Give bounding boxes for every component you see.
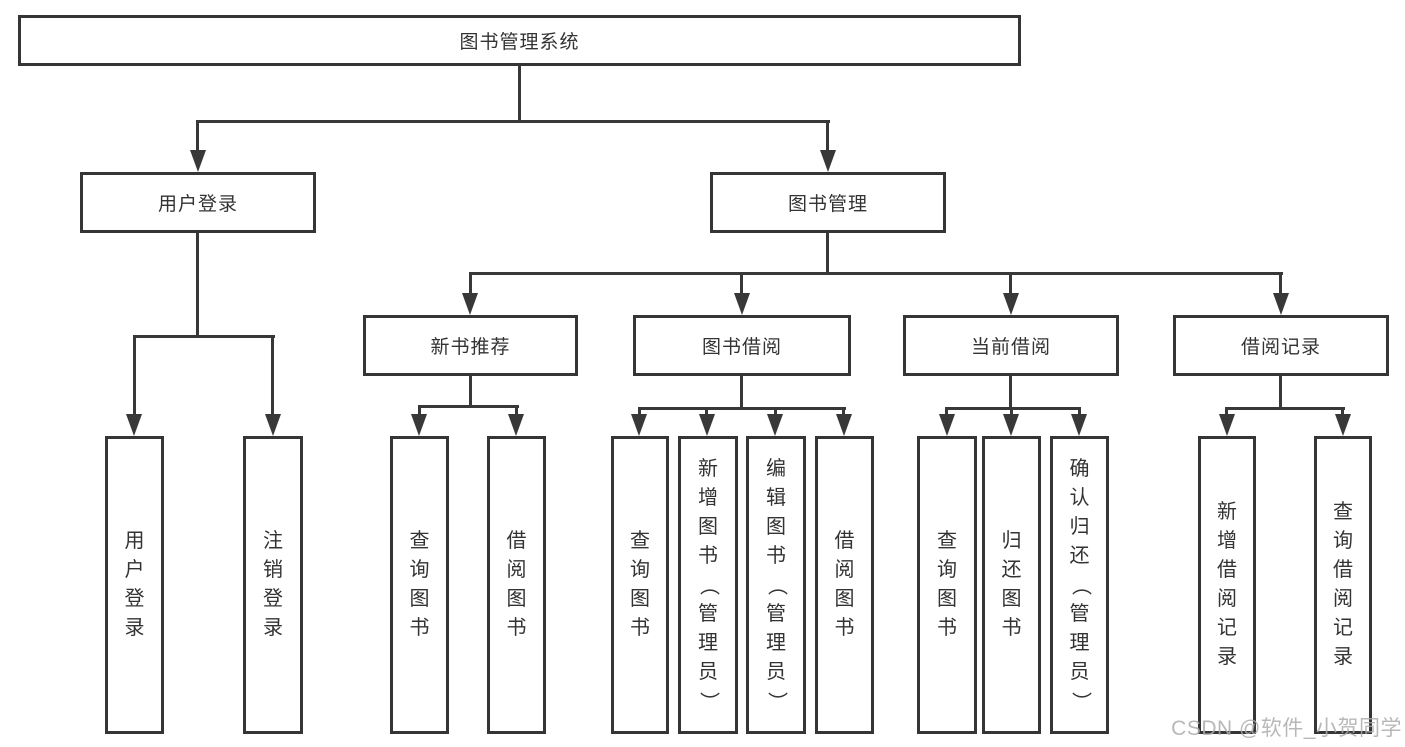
arrow-down-icon bbox=[126, 414, 142, 436]
connector-records-stem bbox=[1279, 374, 1282, 409]
connector-drop bbox=[1341, 407, 1344, 419]
arrow-down-icon bbox=[462, 293, 478, 315]
arrow-down-icon bbox=[1003, 293, 1019, 315]
leaf-borrow-books: 借阅图书 bbox=[815, 436, 874, 734]
connector-drop bbox=[638, 407, 641, 419]
leaf-label: 借阅图书 bbox=[834, 530, 855, 639]
leaf-label: 查询借阅记录 bbox=[1333, 501, 1353, 668]
connector-current-stem bbox=[1009, 374, 1012, 409]
leaf-label: 查询图书 bbox=[409, 530, 430, 639]
connector-root-stem bbox=[518, 64, 521, 121]
connector-current-bus bbox=[945, 407, 1081, 410]
leaf-label: 借阅图书 bbox=[506, 530, 527, 639]
connector-drop bbox=[1279, 272, 1282, 297]
leaf-edit-books-admin: 编辑图书（管理员） bbox=[746, 436, 806, 734]
leaf-label: 新增图书（管理员） bbox=[697, 457, 720, 712]
leaf-label: 查询图书 bbox=[937, 530, 957, 639]
node-user-login: 用户登录 bbox=[80, 172, 316, 233]
arrow-down-icon bbox=[734, 293, 750, 315]
leaf-return-books: 归还图书 bbox=[982, 436, 1041, 734]
connector-newbook-bus bbox=[418, 405, 519, 408]
arrow-down-icon bbox=[190, 150, 206, 172]
node-label: 用户登录 bbox=[157, 194, 238, 215]
connector-drop bbox=[418, 405, 421, 419]
arrow-down-icon bbox=[1335, 414, 1351, 436]
connector-drop bbox=[945, 407, 948, 419]
node-borrow-records: 借阅记录 bbox=[1173, 315, 1389, 376]
connector-newbook-stem bbox=[469, 374, 472, 407]
node-current-borrow: 当前借阅 bbox=[903, 315, 1119, 376]
connector-userlogin-bus bbox=[133, 335, 275, 338]
leaf-label: 确认归还（管理员） bbox=[1069, 457, 1091, 712]
node-new-book-recommend: 新书推荐 bbox=[363, 315, 578, 376]
arrow-down-icon bbox=[631, 414, 647, 436]
arrow-down-icon bbox=[1273, 293, 1289, 315]
arrow-down-icon bbox=[508, 414, 524, 436]
arrow-down-icon bbox=[1219, 414, 1235, 436]
connector-drop bbox=[133, 335, 136, 418]
leaf-add-borrow-record: 新增借阅记录 bbox=[1198, 436, 1256, 734]
arrow-down-icon bbox=[836, 414, 852, 436]
connector-drop bbox=[1010, 407, 1013, 419]
node-book-borrow: 图书借阅 bbox=[633, 315, 851, 376]
connector-records-bus bbox=[1225, 407, 1345, 410]
leaf-label: 用户登录 bbox=[124, 530, 145, 639]
node-label: 借阅记录 bbox=[1240, 337, 1321, 358]
connector-drop-book-management bbox=[826, 120, 829, 155]
node-label: 当前借阅 bbox=[970, 337, 1051, 358]
leaf-confirm-return-admin: 确认归还（管理员） bbox=[1050, 436, 1109, 734]
connector-drop bbox=[469, 272, 472, 297]
node-label: 图书借阅 bbox=[701, 337, 782, 358]
leaf-label: 编辑图书（管理员） bbox=[765, 457, 788, 712]
leaf-add-books-admin: 新增图书（管理员） bbox=[678, 436, 738, 734]
connector-userlogin-stem bbox=[196, 231, 199, 335]
connector-borrow-bus bbox=[638, 407, 846, 410]
node-label: 新书推荐 bbox=[430, 337, 511, 358]
arrow-down-icon bbox=[699, 414, 715, 436]
connector-bookmgmt-stem bbox=[826, 231, 829, 275]
connector-drop bbox=[1078, 407, 1081, 419]
leaf-query-books: 查询图书 bbox=[390, 436, 449, 734]
arrow-down-icon bbox=[767, 414, 783, 436]
node-label: 图书管理系统 bbox=[459, 32, 580, 53]
arrow-down-icon bbox=[939, 414, 955, 436]
arrow-down-icon bbox=[820, 150, 836, 172]
arrow-down-icon bbox=[265, 414, 281, 436]
leaf-query-books: 查询图书 bbox=[917, 436, 977, 734]
arrow-down-icon bbox=[411, 414, 427, 436]
arrow-down-icon bbox=[1071, 414, 1087, 436]
node-label: 图书管理 bbox=[787, 194, 868, 215]
connector-bookmgmt-bus bbox=[469, 272, 1283, 275]
leaf-label: 新增借阅记录 bbox=[1217, 501, 1237, 668]
connector-drop bbox=[774, 407, 777, 419]
leaf-label: 查询图书 bbox=[630, 530, 650, 639]
node-root-system: 图书管理系统 bbox=[18, 15, 1021, 66]
connector-drop bbox=[1225, 407, 1228, 419]
leaf-borrow-books: 借阅图书 bbox=[487, 436, 546, 734]
leaf-label: 归还图书 bbox=[1001, 530, 1022, 639]
leaf-user-login: 用户登录 bbox=[105, 436, 164, 734]
connector-drop bbox=[271, 335, 274, 418]
connector-drop bbox=[740, 272, 743, 297]
connector-root-bus bbox=[196, 120, 830, 123]
csdn-watermark: CSDN @软件_小贺同学 bbox=[1171, 717, 1402, 740]
connector-drop bbox=[1009, 272, 1012, 297]
leaf-query-books: 查询图书 bbox=[611, 436, 669, 734]
connector-drop bbox=[842, 407, 845, 419]
leaf-query-borrow-record: 查询借阅记录 bbox=[1314, 436, 1372, 734]
connector-drop bbox=[705, 407, 708, 419]
leaf-logout: 注销登录 bbox=[243, 436, 303, 734]
connector-drop-user-login bbox=[196, 120, 199, 155]
connector-borrow-stem bbox=[740, 374, 743, 409]
connector-drop bbox=[515, 405, 518, 419]
arrow-down-icon bbox=[1003, 414, 1019, 436]
node-book-management: 图书管理 bbox=[710, 172, 946, 233]
leaf-label: 注销登录 bbox=[263, 530, 283, 639]
